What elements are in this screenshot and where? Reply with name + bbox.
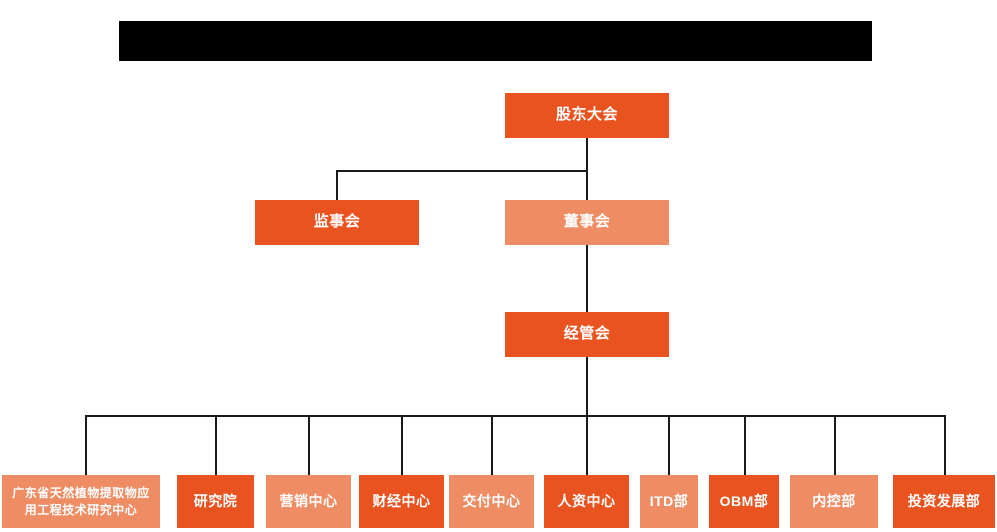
redacted-title-bar xyxy=(119,21,872,61)
node-board-of-directors[interactable]: 董事会 xyxy=(505,200,669,245)
connector-directors-to-management xyxy=(586,245,588,313)
connector-drop-finance-center xyxy=(401,415,403,475)
node-board-of-supervisors[interactable]: 监事会 xyxy=(255,200,419,245)
dept-label: 营销中心 xyxy=(279,492,338,509)
connector-management-stem xyxy=(586,357,588,416)
dept-label: 交付中心 xyxy=(462,492,521,509)
connector-drop-rd-center xyxy=(85,415,87,475)
node-label: 监事会 xyxy=(313,213,361,231)
dept-obm[interactable]: OBM部 xyxy=(709,475,779,528)
node-shareholders-meeting[interactable]: 股东大会 xyxy=(505,93,669,138)
dept-label: 人资中心 xyxy=(557,492,616,509)
dept-label: 研究院 xyxy=(193,492,238,509)
connector-drop-marketing-center xyxy=(308,415,310,475)
node-label: 股东大会 xyxy=(555,106,618,124)
connector-drop-itd-dept xyxy=(668,415,670,475)
dept-label: 财经中心 xyxy=(372,492,431,509)
node-management-committee[interactable]: 经管会 xyxy=(505,312,669,357)
dept-marketing-center[interactable]: 营销中心 xyxy=(266,475,351,528)
connector-drop-investment-development xyxy=(944,415,946,475)
dept-label-line2: 用工程技术研究中心 xyxy=(24,502,138,517)
dept-hr-center[interactable]: 人资中心 xyxy=(544,475,629,528)
dept-label: 广东省天然植物提取物应 用工程技术研究中心 xyxy=(12,485,150,517)
dept-label: OBM部 xyxy=(719,492,769,509)
connector-drop-obm-dept xyxy=(744,415,746,475)
connector-drop-internal-control xyxy=(834,415,836,475)
dept-investment-development[interactable]: 投资发展部 xyxy=(893,475,995,528)
connector-drop-research-institute xyxy=(215,415,217,475)
dept-delivery-center[interactable]: 交付中心 xyxy=(449,475,534,528)
dept-label: 内控部 xyxy=(812,492,856,509)
connector-departments-bus xyxy=(85,415,945,417)
connector-drop-delivery-center xyxy=(491,415,493,475)
node-label: 经管会 xyxy=(563,325,611,343)
connector-to-supervisors xyxy=(336,170,338,201)
connector-to-directors xyxy=(586,170,588,201)
connector-shareholders-stem xyxy=(586,138,588,171)
node-label: 董事会 xyxy=(563,213,611,231)
dept-finance-center[interactable]: 财经中心 xyxy=(359,475,444,528)
dept-label: ITD部 xyxy=(649,492,689,509)
dept-label-line1: 广东省天然植物提取物应 xyxy=(12,486,150,501)
connector-level2-bus xyxy=(336,170,588,172)
dept-itd[interactable]: ITD部 xyxy=(640,475,698,528)
dept-research-institute[interactable]: 研究院 xyxy=(177,475,254,528)
dept-label: 投资发展部 xyxy=(907,492,981,509)
connector-drop-hr-center xyxy=(586,415,588,475)
dept-rd-center[interactable]: 广东省天然植物提取物应 用工程技术研究中心 xyxy=(2,475,160,528)
dept-internal-control[interactable]: 内控部 xyxy=(790,475,878,528)
